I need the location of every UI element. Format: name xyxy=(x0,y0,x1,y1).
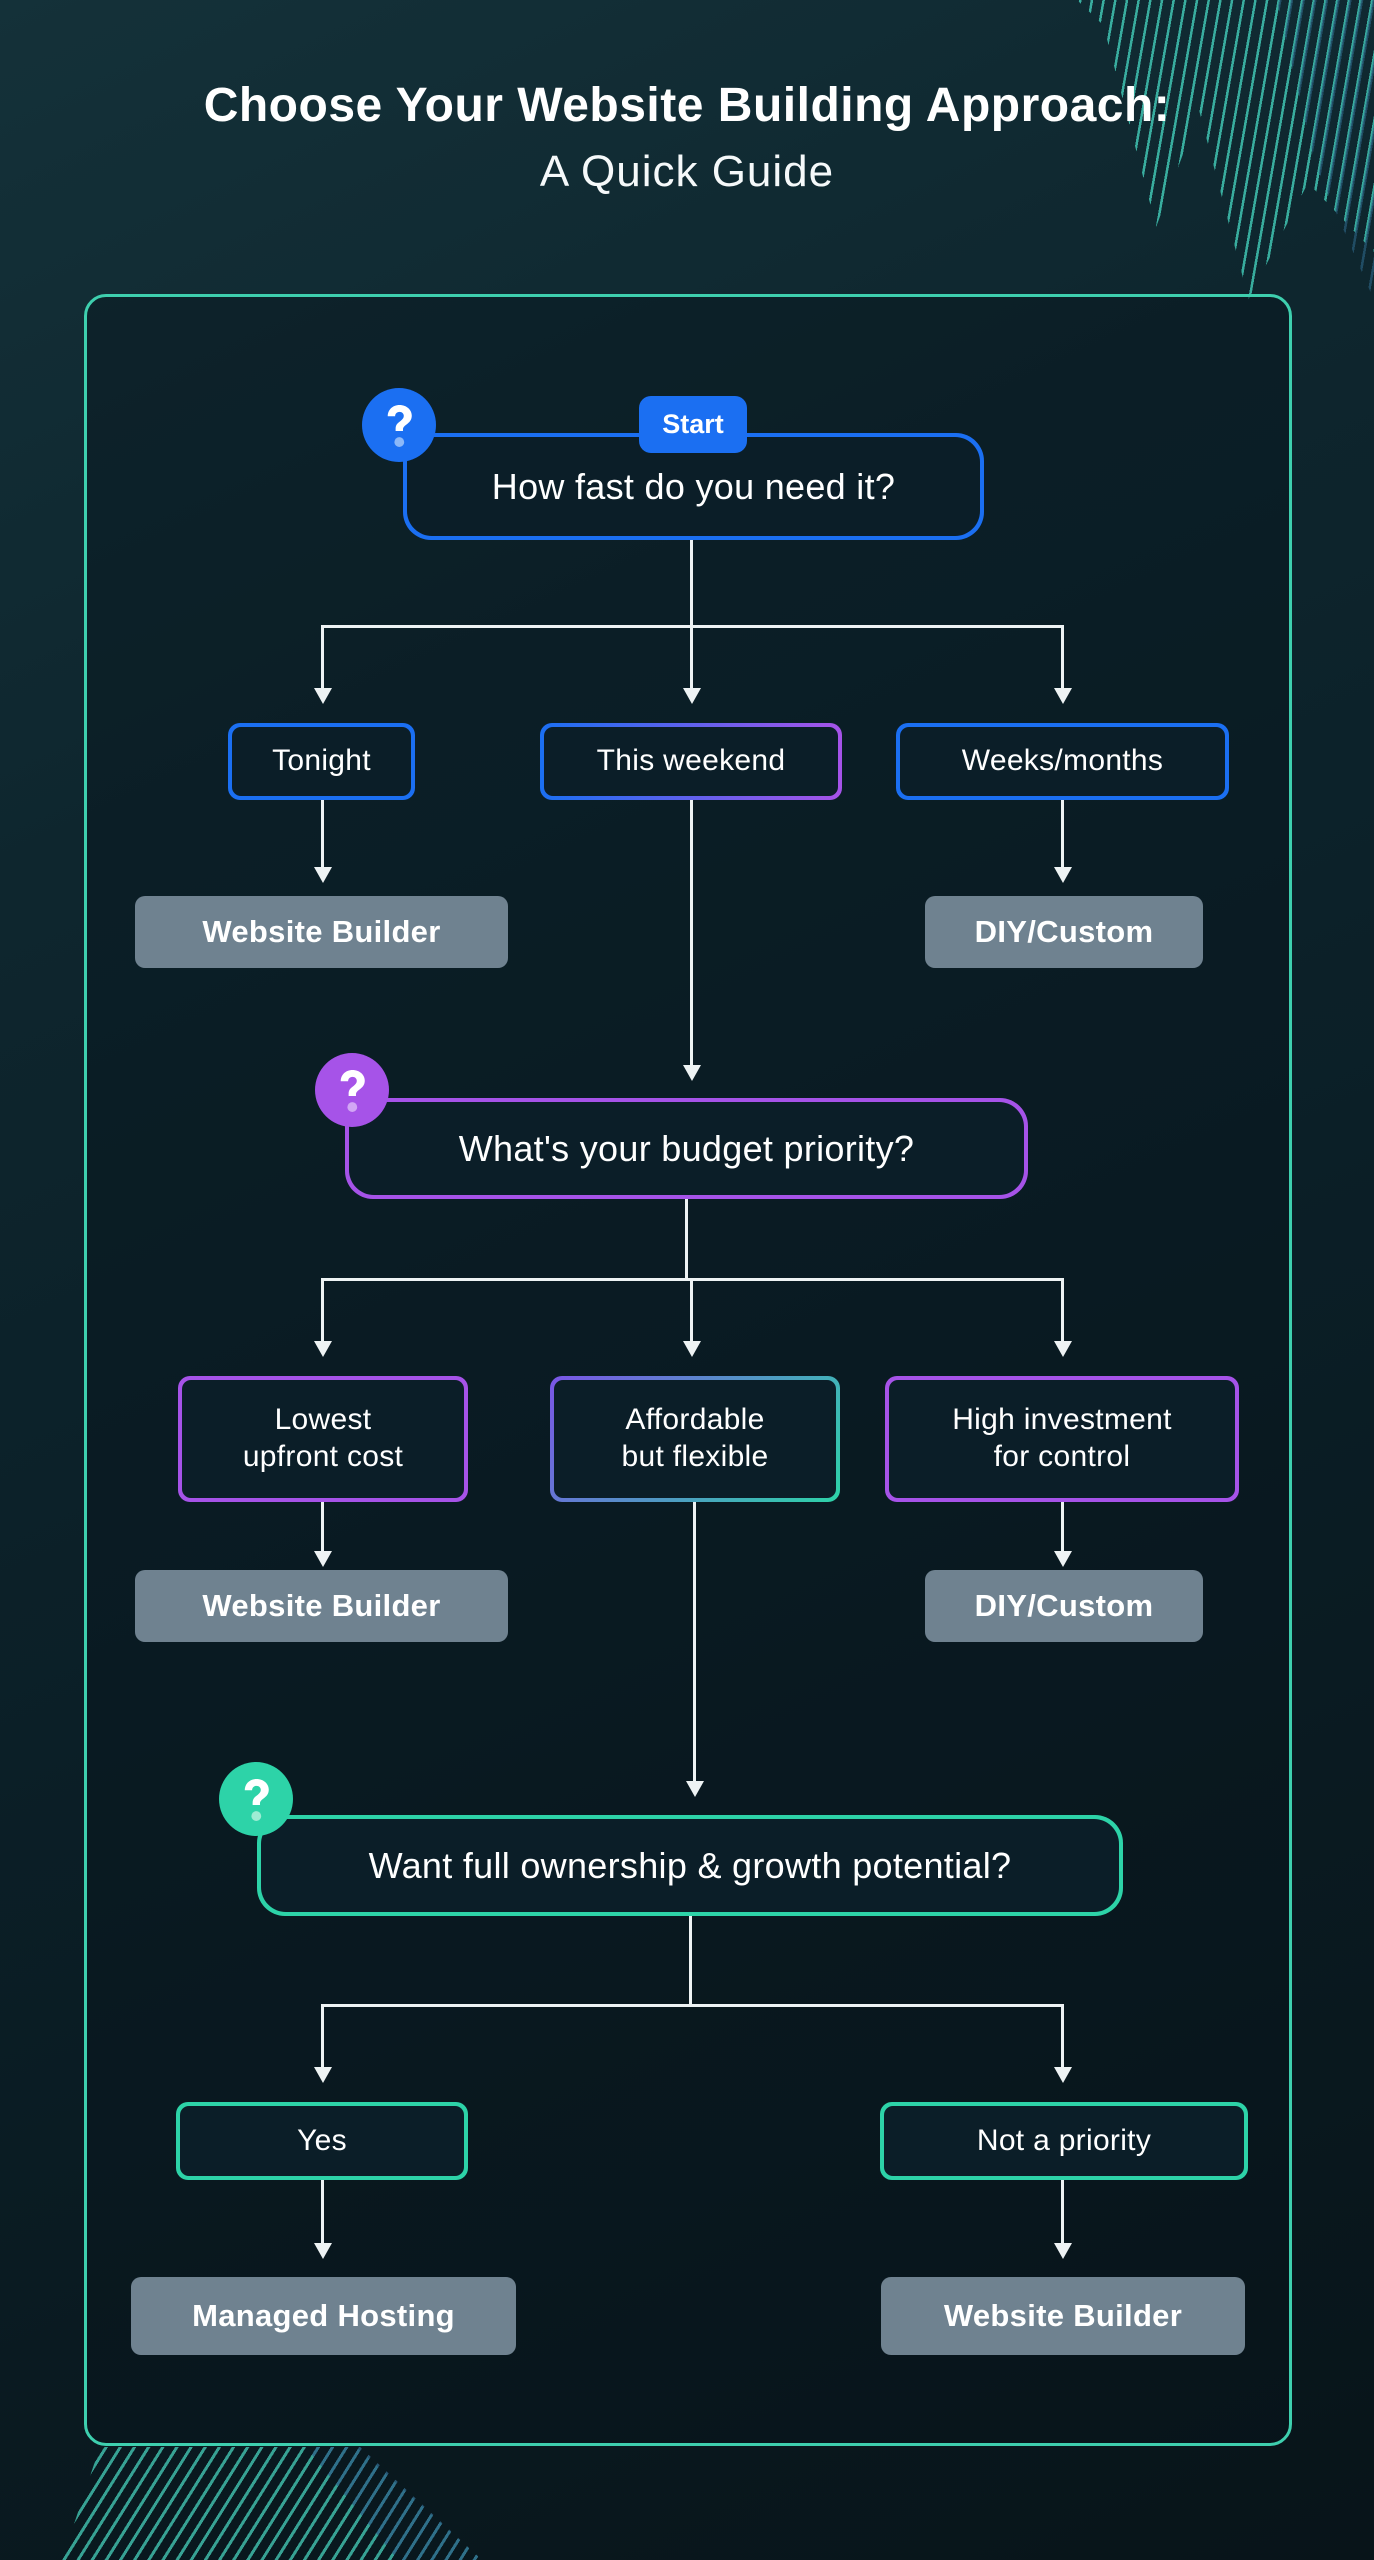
connector-arrow xyxy=(690,1280,693,1342)
connector-arrow xyxy=(690,800,693,1066)
connector-arrow xyxy=(321,2004,324,2068)
connector-line xyxy=(690,540,693,626)
option-label: Not a priority xyxy=(884,2106,1244,2176)
connector-arrow xyxy=(1061,1502,1064,1552)
option-yes: Yes xyxy=(176,2102,468,2180)
option-label: Weeks/months xyxy=(900,727,1225,796)
connector-arrow xyxy=(693,1502,696,1782)
question-mark-icon xyxy=(219,1762,293,1836)
connector-arrow xyxy=(1061,1278,1064,1342)
option-affordable-flexible: Affordable but flexible xyxy=(550,1376,840,1502)
connector-arrow xyxy=(1061,800,1064,868)
option-high-investment: High investment for control xyxy=(885,1376,1239,1502)
connector-arrow xyxy=(1061,2004,1064,2068)
option-label: High investment for control xyxy=(889,1380,1235,1498)
question-text: Want full ownership & growth potential? xyxy=(261,1819,1119,1912)
option-label: Lowest upfront cost xyxy=(182,1380,464,1498)
connector-arrow xyxy=(1061,625,1064,689)
option-tonight: Tonight xyxy=(228,723,415,800)
outcome-diy-custom-1: DIY/Custom xyxy=(925,896,1203,968)
outcome-managed-hosting: Managed Hosting xyxy=(131,2277,516,2355)
connector-line xyxy=(321,2004,1062,2007)
outcome-website-builder-1: Website Builder xyxy=(135,896,508,968)
option-label: Affordable but flexible xyxy=(554,1380,836,1498)
connector-arrow xyxy=(321,1502,324,1552)
question-mark-icon xyxy=(362,388,436,462)
question-text: What's your budget priority? xyxy=(349,1102,1024,1195)
connector-arrow xyxy=(1061,2180,1064,2244)
title-line-2: A Quick Guide xyxy=(539,147,835,196)
connector-arrow xyxy=(321,800,324,868)
option-weeks-months: Weeks/months xyxy=(896,723,1229,800)
outcome-diy-custom-2: DIY/Custom xyxy=(925,1570,1203,1642)
connector-arrow xyxy=(321,2180,324,2244)
option-label: Tonight xyxy=(232,727,411,796)
question-text: How fast do you need it? xyxy=(407,437,980,536)
option-not-a-priority: Not a priority xyxy=(880,2102,1248,2180)
option-this-weekend: This weekend xyxy=(540,723,842,800)
connector-arrow xyxy=(690,627,693,689)
option-lowest-upfront-cost: Lowest upfront cost xyxy=(178,1376,468,1502)
title-line-1: Choose Your Website Building Approach: xyxy=(203,79,1171,132)
question-box-ownership: Want full ownership & growth potential? xyxy=(257,1815,1123,1916)
outcome-website-builder-2: Website Builder xyxy=(135,1570,508,1642)
page-title: Choose Your Website Building Approach: A… xyxy=(0,78,1374,197)
connector-arrow xyxy=(321,1278,324,1342)
flowchart-panel xyxy=(84,294,1292,2446)
option-label: This weekend xyxy=(544,727,838,796)
question-mark-icon xyxy=(315,1053,389,1127)
outcome-website-builder-3: Website Builder xyxy=(881,2277,1245,2355)
connector-line xyxy=(685,1199,688,1279)
option-label: Yes xyxy=(180,2106,464,2176)
connector-arrow xyxy=(321,625,324,689)
question-box-budget: What's your budget priority? xyxy=(345,1098,1028,1199)
start-badge: Start xyxy=(639,396,747,453)
connector-line xyxy=(689,1916,692,2005)
